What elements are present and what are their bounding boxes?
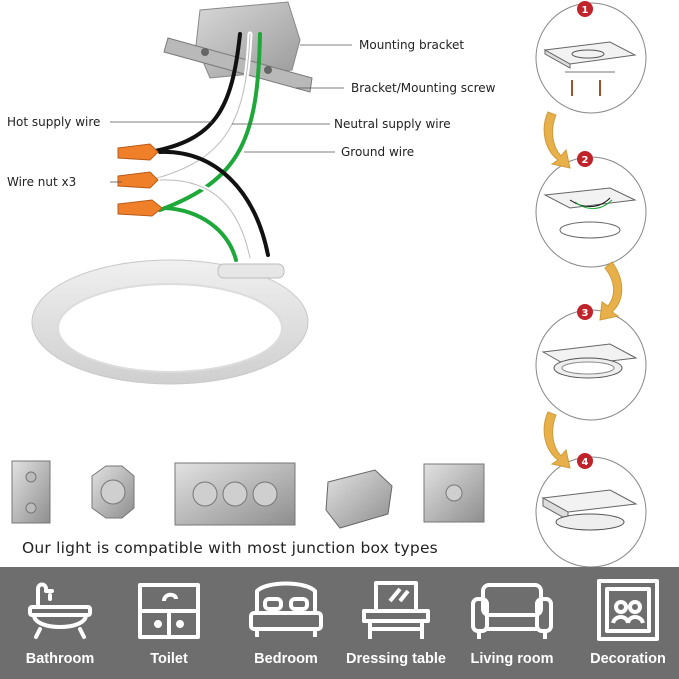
step-1: 1 (535, 1, 647, 114)
label-hot-wire: Hot supply wire (7, 115, 100, 129)
junction-box-metal-square (423, 463, 485, 523)
step-arrows (543, 111, 623, 469)
room-label: Dressing table (346, 651, 446, 667)
sofa-icon (471, 583, 553, 639)
wire-nut-icon (117, 199, 163, 217)
junction-box-octagon (91, 465, 135, 519)
toilet-icon (138, 583, 200, 639)
step-2-number: 2 (582, 155, 589, 166)
room-label: Bedroom (254, 651, 318, 667)
room-label: Living room (470, 651, 554, 667)
compatibility-caption: Our light is compatible with most juncti… (22, 539, 438, 557)
step-3-number: 3 (582, 308, 589, 319)
curved-arrow-icon (599, 261, 623, 321)
step-3: 3 (535, 304, 647, 421)
label-mounting-bracket: Mounting bracket (359, 38, 464, 52)
bathtub-icon (28, 582, 92, 639)
label-ground-wire: Ground wire (341, 145, 414, 159)
room-dressing-table: Dressing table (346, 567, 446, 679)
junction-box-rect (11, 460, 51, 524)
dressing-table-icon (362, 581, 430, 639)
room-decoration: Decoration (582, 567, 674, 679)
step-1-number: 1 (582, 5, 589, 16)
wire-nuts (117, 143, 163, 217)
step-4: 4 (535, 453, 647, 568)
room-label: Toilet (150, 651, 188, 667)
junction-box-square-plate (174, 462, 296, 526)
wire-nut-icon (117, 143, 159, 161)
room-label: Decoration (590, 651, 666, 667)
install-steps: 1 2 3 4 (535, 1, 647, 568)
room-living-room: Living room (462, 567, 562, 679)
label-wire-nut: Wire nut x3 (7, 175, 76, 189)
decoration-icon (597, 579, 659, 641)
step-2: 2 (535, 151, 647, 268)
label-neutral-wire: Neutral supply wire (334, 117, 451, 131)
room-bathroom: Bathroom (14, 567, 106, 679)
junction-box-types (11, 460, 485, 529)
room-label: Bathroom (25, 651, 95, 667)
wires (147, 31, 270, 262)
junction-box-handy (325, 469, 393, 529)
wire-nut-icon (117, 171, 159, 189)
step-4-number: 4 (582, 457, 589, 468)
bed-icon (249, 581, 323, 637)
label-bracket-screw: Bracket/Mounting screw (351, 81, 496, 95)
light-fixture (31, 259, 309, 385)
leader-lines (110, 44, 352, 183)
room-band: Bathroom Toilet Bedroom Dressing table L… (0, 567, 679, 679)
room-toilet: Toilet (128, 567, 210, 679)
room-bedroom: Bedroom (240, 567, 332, 679)
curved-arrow-icon (543, 411, 571, 469)
curved-arrow-icon (543, 111, 571, 169)
